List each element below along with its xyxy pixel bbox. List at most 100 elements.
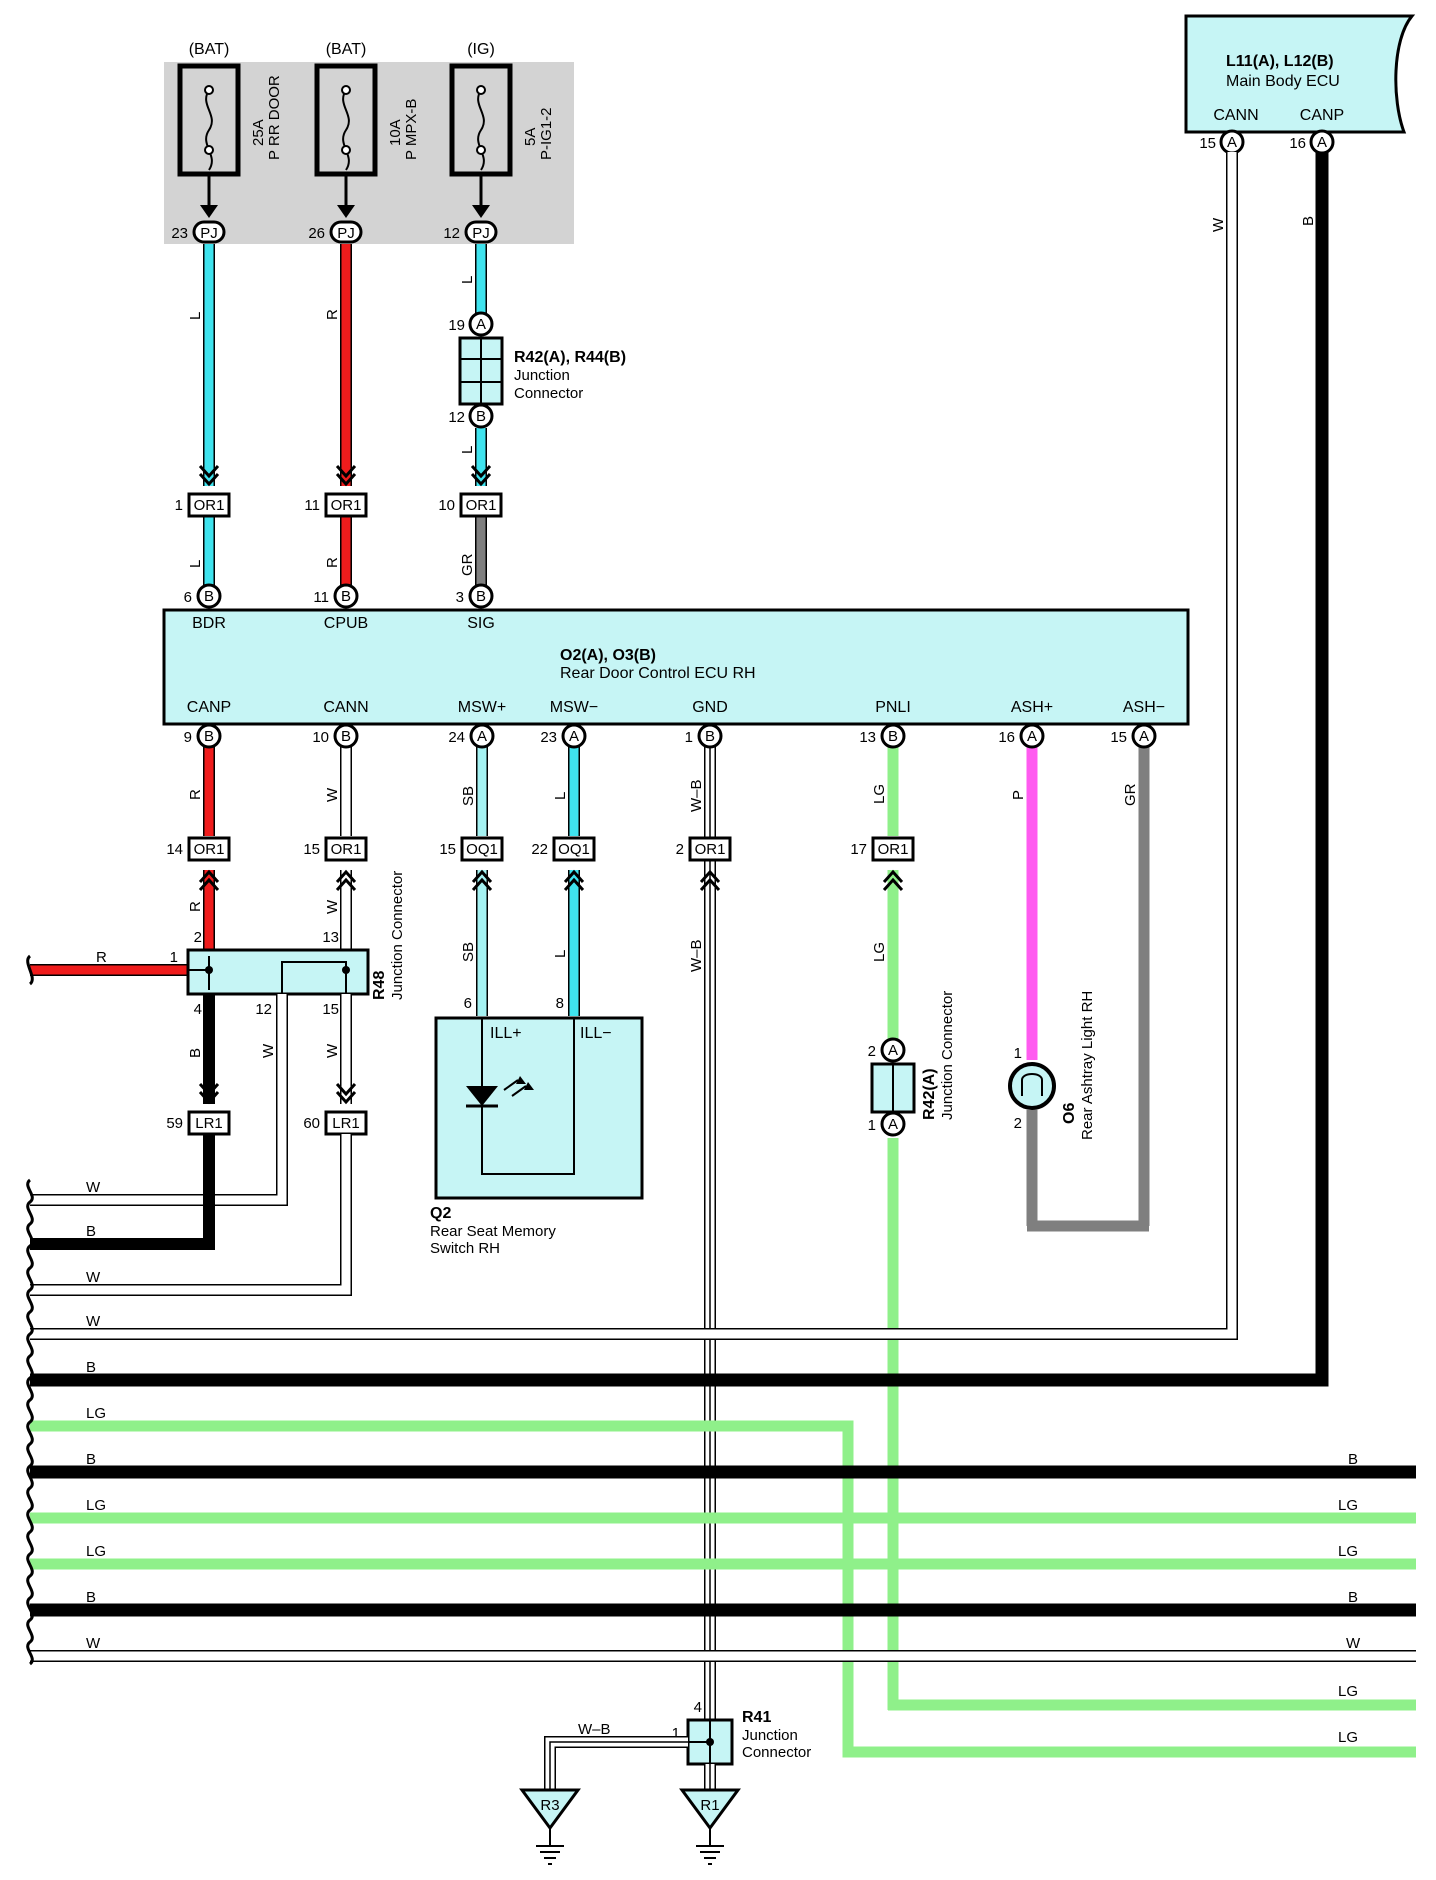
conn-letter: B [341,588,351,605]
bus-label: W [86,1635,101,1652]
bus-label: LG [86,1543,106,1560]
terminal-bdr: BDR [192,615,226,632]
pin-number: 15 [1110,729,1127,746]
pin-number: 16 [998,729,1015,746]
pj-label: PJ [472,225,490,242]
fuse-2-rating: 10A [387,119,404,146]
pin-number: 1 [685,729,693,746]
inline-connectors-bottom: OR1 14 OR1 15 OQ1 15 OQ1 22 OR1 2 OR1 17 [166,836,915,892]
q2-line2: Switch RH [430,1240,500,1257]
inline-connector-pin: 17 [850,841,867,858]
fuse-2-name: P MPX-B [403,99,420,160]
wire-label: R [187,901,204,912]
wire-label: R [96,949,107,966]
inline-connector-pin: 14 [166,841,183,858]
bus-label: B [1348,1589,1358,1606]
main-body-ecu-canp: CANP [1300,107,1344,124]
pj-pin: 23 [171,225,188,242]
r48-desc: Junction Connector [389,871,406,1000]
wire-label: L [459,446,476,454]
ground-r1: R1 [679,1788,741,1865]
junction-line1: Junction [514,367,570,384]
r42-mid-ref: R42(A) [921,1068,938,1120]
pin-number: 8 [556,995,564,1012]
conn-letter: A [476,316,486,333]
fuse-p-ig1-2: 5A P-IG1-2 [449,63,555,218]
conn-letter: B [476,408,486,425]
pin-number: 15 [322,1001,339,1018]
conn-letter: A [888,1042,898,1059]
r41-line2: Connector [742,1744,811,1761]
fuse-p-rr-door: 25A P RR DOOR [177,63,283,218]
rear-door-ecu-ref: O2(A), O3(B) [560,647,656,664]
wire-label: W [324,787,341,802]
fuse-panel: (BAT) (BAT) (IG) 25A P RR DOOR 10A P MPX… [164,41,574,244]
conn-letter: B [204,588,214,605]
wire-label: L [552,950,569,958]
lr1-pin: 59 [166,1115,183,1132]
pin-number: 23 [540,729,557,746]
conn-letter: B [705,728,715,745]
conn-letter: B [204,728,214,745]
fuse-source-3: (IG) [467,41,495,58]
terminal-ash-plus: ASH+ [1011,699,1053,716]
pin-number: 11 [313,589,329,606]
lr1-pin: 60 [303,1115,320,1132]
pin-number: 2 [1014,1115,1022,1132]
inline-connector-pin: 22 [531,841,548,858]
wire-label: GR [459,553,476,576]
main-ecu-wires: W B [30,152,1329,1387]
main-ecu-pin-15: 15 [1199,135,1216,152]
inline-connector-name: OQ1 [558,841,590,858]
pin-number: 6 [464,995,472,1012]
pj-label: PJ [337,225,355,242]
wire-label: W [324,1043,341,1058]
inline-connector-name: OR1 [194,497,225,514]
inline-connector-name: OR1 [331,497,362,514]
r41-line1: Junction [742,1727,798,1744]
wire-label: LG [871,784,888,804]
bus-label: LG [1338,1729,1358,1746]
fuse-3-name: P-IG1-2 [538,107,555,160]
q2-ill-plus: ILL+ [490,1025,522,1042]
pin-number: 4 [694,1699,702,1716]
wire-label: R [324,309,341,320]
junction-ref: R42(A), R44(B) [514,349,626,366]
inline-connectors-top: OR1 1 OR1 11 OR1 10 [175,464,503,518]
pin-number: 3 [456,589,464,606]
pin-number: 1 [1014,1045,1022,1062]
inline-connector-name: OR1 [878,841,909,858]
fuse-1-name: P RR DOOR [266,75,283,160]
pin-number: 1 [672,1725,680,1742]
rear-ashtray-light: 1 2 O6 Rear Ashtray Light RH [1008,991,1096,1140]
lr1-connectors: LR1 59 LR1 60 [166,1082,368,1136]
terminal-ash-minus: ASH− [1123,699,1165,716]
wire-label: B [1300,216,1317,226]
inline-connector-name: OR1 [466,497,497,514]
inline-connector-pin: 15 [303,841,320,858]
wire-label: L [187,560,204,568]
wires-upper: L L R R L L GR [187,244,487,588]
conn-letter: A [477,728,487,745]
pin-number: 1 [170,949,178,966]
terminal-gnd: GND [692,699,728,716]
pj-terminal-12: PJ 12 [443,220,498,244]
lr1-name: LR1 [332,1115,360,1132]
bus-label: B [1348,1451,1358,1468]
wire-label: L [552,792,569,800]
conn-letter: B [341,728,351,745]
bus-label: B [86,1589,96,1606]
wire-label: B [187,1048,204,1058]
wire-label: W–B [578,1721,611,1738]
ground-label: R1 [700,1797,719,1814]
pin-number: 12 [448,409,465,426]
terminal-cann: CANN [323,699,368,716]
conn-letter: B [888,728,898,745]
inline-connector-name: OR1 [331,841,362,858]
bus-label: W [86,1269,101,1286]
q2-ref: Q2 [430,1205,451,1222]
main-body-ecu-ref: L11(A), L12(B) [1226,53,1334,70]
fuse-p-mpx-b: 10A P MPX-B [314,63,420,218]
wire-label: W [324,899,341,914]
